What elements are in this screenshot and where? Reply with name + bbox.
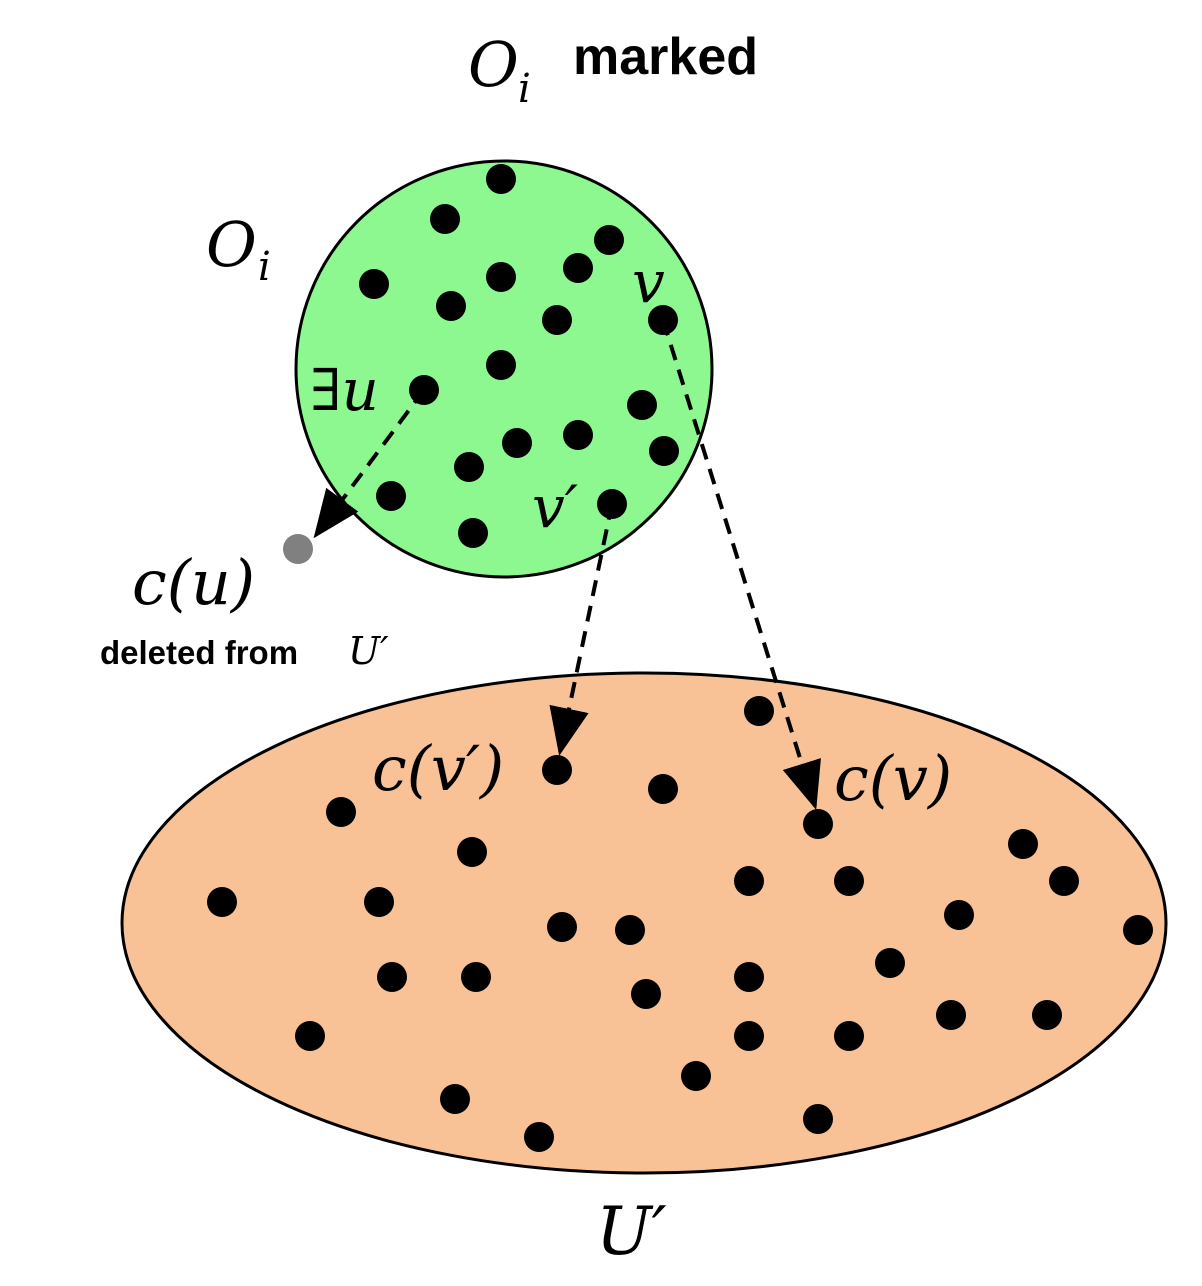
point bbox=[936, 1000, 966, 1030]
point bbox=[615, 915, 645, 945]
point bbox=[649, 436, 679, 466]
point bbox=[436, 291, 466, 321]
universe-ellipse bbox=[120, 671, 1168, 1175]
label-c-v-prime: c(v′) bbox=[372, 732, 504, 805]
point bbox=[734, 1021, 764, 1051]
point bbox=[440, 1084, 470, 1114]
arrow-v-prime-to-c-v-prime bbox=[549, 503, 614, 756]
point bbox=[734, 962, 764, 992]
point bbox=[594, 225, 624, 255]
point-c-v bbox=[803, 809, 833, 839]
point bbox=[734, 866, 764, 896]
point bbox=[834, 1021, 864, 1051]
label-v-prime: v′ bbox=[532, 473, 578, 541]
point bbox=[1123, 915, 1153, 945]
point bbox=[1032, 1000, 1062, 1030]
point bbox=[502, 428, 532, 458]
point bbox=[631, 979, 661, 1009]
point bbox=[326, 797, 356, 827]
point bbox=[944, 900, 974, 930]
arrow-v-to-c-v bbox=[661, 319, 821, 810]
title: O i marked bbox=[468, 28, 758, 112]
title-symbol: O bbox=[468, 28, 519, 101]
cluster-subscript: i bbox=[258, 244, 271, 290]
point bbox=[486, 350, 516, 380]
point bbox=[542, 305, 572, 335]
deleted-point bbox=[283, 534, 313, 564]
point bbox=[458, 518, 488, 548]
point bbox=[376, 481, 406, 511]
universe-points bbox=[207, 696, 1153, 1152]
cluster-symbol: O bbox=[206, 208, 257, 281]
arrow-u-to-c-u bbox=[313, 388, 426, 539]
label-v: v bbox=[632, 248, 665, 316]
label-exists-u: ∃u bbox=[310, 356, 379, 424]
label-c-u: c(u) bbox=[132, 546, 255, 619]
point bbox=[1049, 866, 1079, 896]
point bbox=[803, 1104, 833, 1134]
point bbox=[207, 887, 237, 917]
cluster-label: O i bbox=[206, 208, 271, 290]
point bbox=[627, 390, 657, 420]
title-marked: marked bbox=[573, 28, 758, 86]
point bbox=[454, 452, 484, 482]
point bbox=[875, 948, 905, 978]
point bbox=[744, 696, 774, 726]
point bbox=[295, 1021, 325, 1051]
point bbox=[430, 204, 460, 234]
point bbox=[1008, 829, 1038, 859]
deleted-caption: deleted from U′ bbox=[100, 629, 389, 673]
arrows bbox=[313, 319, 821, 810]
point bbox=[486, 262, 516, 292]
point bbox=[834, 866, 864, 896]
deleted-symbol: U′ bbox=[348, 629, 389, 673]
point bbox=[648, 774, 678, 804]
title-subscript: i bbox=[518, 66, 531, 112]
point bbox=[457, 837, 487, 867]
point bbox=[486, 164, 516, 194]
point bbox=[377, 962, 407, 992]
point bbox=[563, 253, 593, 283]
point bbox=[364, 887, 394, 917]
universe-label: U′ bbox=[596, 1193, 667, 1270]
label-c-v: c(v) bbox=[834, 742, 952, 815]
point bbox=[547, 912, 577, 942]
point bbox=[359, 269, 389, 299]
point bbox=[563, 420, 593, 450]
point bbox=[524, 1122, 554, 1152]
point bbox=[681, 1061, 711, 1091]
point bbox=[461, 962, 491, 992]
cluster-points bbox=[359, 164, 679, 548]
point-c-v-prime bbox=[542, 755, 572, 785]
deleted-text: deleted from bbox=[100, 634, 298, 671]
